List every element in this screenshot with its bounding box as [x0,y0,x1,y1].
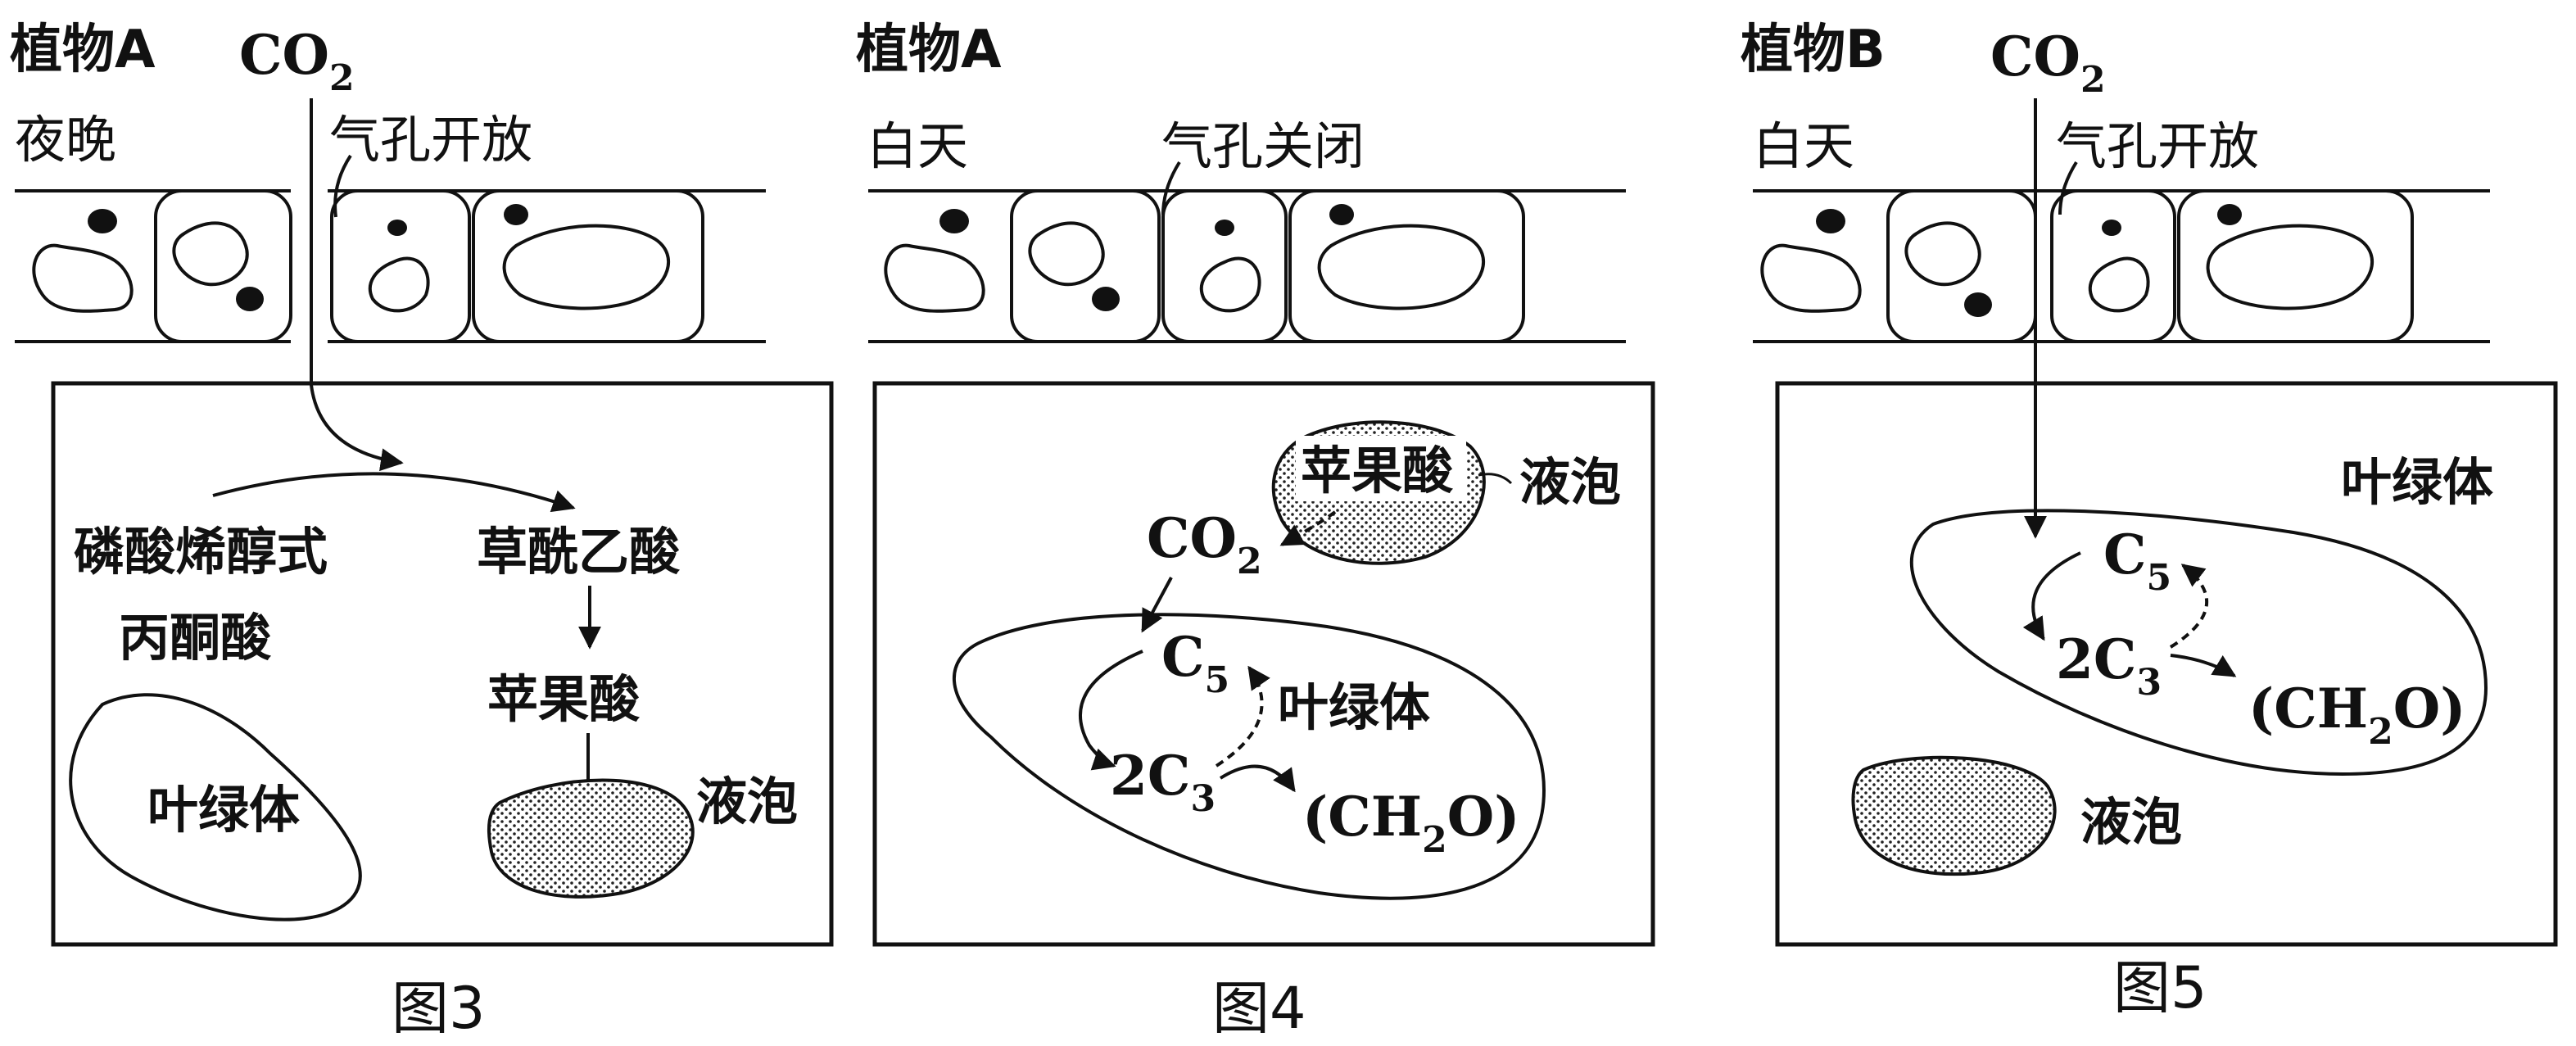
co2-label: CO2 [1990,25,2106,101]
pep-to-oaa-arrow [212,472,576,513]
leaf-cell-strip [15,189,766,343]
figure-caption: 图5 [2113,954,2207,1021]
stomata-label: 气孔关闭 [1161,116,1365,176]
co2-entry-arrow [310,98,404,472]
c3-to-c5-arrow [1215,665,1270,768]
c5-label: C5 [2103,523,2171,599]
c3-text: 2C [2056,627,2136,691]
figure-3: 植物A 夜晚 CO2 气孔开放 磷酸烯醇式 丙酮酸 草酰乙酸 [10,20,834,1042]
c5-text: C [2103,523,2147,586]
nucleus-icon [1215,220,1234,236]
nucleus-icon [939,209,969,233]
chloroplast-icon [69,693,362,921]
cell-box [51,381,834,947]
nucleus-icon [2217,204,2242,225]
stomata-label: 气孔开放 [2056,116,2259,176]
pep-label: 磷酸烯醇式 [74,522,328,582]
figure-5: 植物B CO2 白天 气孔开放 叶绿体 C5 2C3 (CH2O) [1741,20,2558,1021]
ch2o-open: (CH [1302,785,1422,849]
nucleus-icon [88,209,117,233]
c5-label: C5 [1161,625,1229,701]
ch2o-subscript: 2 [2368,711,2393,753]
co2-subscript: 2 [2080,59,2106,101]
figure-4: 植物A 白天 气孔关闭 苹果酸 液泡 CO2 [856,20,1655,1042]
malate-label: 苹果酸 [1301,441,1454,500]
time-label: 夜晚 [15,110,116,170]
chloroplast-label: 叶绿体 [147,780,300,840]
nucleus-icon [1964,292,1992,317]
stomata-label: 气孔开放 [329,110,532,170]
co2-text: CO [239,23,329,87]
plant-label: 植物B [1741,20,1886,80]
plant-label: 植物A [856,20,1002,80]
co2-subscript: 2 [1237,541,1262,582]
c3-label: 2C3 [1110,744,1216,820]
plant-label: 植物A [10,20,156,80]
vacuole-label: 液泡 [2080,792,2182,852]
time-label: 白天 [867,116,968,176]
co2-to-c5-arrow [1141,577,1173,633]
chloroplast-icon [1909,509,2488,777]
nucleus-icon [1329,204,1354,225]
c5-to-c3-arrow [2022,551,2081,641]
vacuole-label: 液泡 [1519,452,1621,512]
vacuole-label: 液泡 [696,772,798,831]
chloroplast-label: 叶绿体 [2341,452,2493,512]
malate-label-bg [1296,436,1466,501]
c5-text: C [1161,625,1205,689]
chloroplast-icon [952,613,1546,900]
c3-to-c5-arrow [2169,564,2209,649]
nucleus-icon [1816,209,1845,233]
chloroplast-label: 叶绿体 [1278,677,1430,737]
nucleus-icon [1092,287,1120,311]
ch2o-label: (CH2O) [1302,785,1519,861]
c3-subscript: 3 [2136,662,2162,704]
stomata-pointer [333,154,352,218]
co2-subscript: 2 [329,57,355,99]
ch2o-close: O) [2393,677,2466,740]
ch2o-close: O) [1447,785,1520,849]
c3-subscript: 3 [1190,778,1216,820]
cell-box [1775,381,2558,947]
oaa-label: 草酰乙酸 [477,522,681,582]
ch2o-label: (CH2O) [2248,677,2465,753]
nucleus-icon [387,220,407,236]
c5-subscript: 5 [2147,557,2172,599]
figure-caption: 图4 [1212,975,1306,1042]
pyruvate-label: 丙酮酸 [119,608,272,668]
co2-label: CO2 [239,23,355,99]
nucleus-icon [236,287,264,311]
figure-caption: 图3 [392,975,486,1042]
c3-text: 2C [1110,744,1190,808]
c5-subscript: 5 [1205,659,1230,701]
vacuole-pointer [1478,473,1513,485]
co2-text: CO [1147,506,1237,570]
malate-to-co2-arrow [1279,510,1337,546]
co2-text: CO [1990,25,2080,88]
vacuole-icon [487,778,695,899]
c3-label: 2C3 [2056,627,2162,704]
malate-label: 苹果酸 [487,669,641,729]
co2-label: CO2 [1147,506,1262,582]
leaf-cell-strip [1753,189,2490,343]
vacuole-icon [1851,755,2057,876]
c3-to-ch2o-arrow [2170,654,2237,677]
leaf-cell-strip [868,189,1626,343]
ch2o-open: (CH [2248,677,2368,740]
nucleus-icon [504,204,528,225]
cell-box [872,381,1655,947]
c5-to-c3-arrow [1078,650,1143,771]
time-label: 白天 [1753,116,1854,176]
nucleus-icon [2102,220,2121,236]
ch2o-subscript: 2 [1422,819,1447,861]
stomata-pointer [2058,161,2078,215]
c3-to-ch2o-arrow [1219,764,1296,793]
